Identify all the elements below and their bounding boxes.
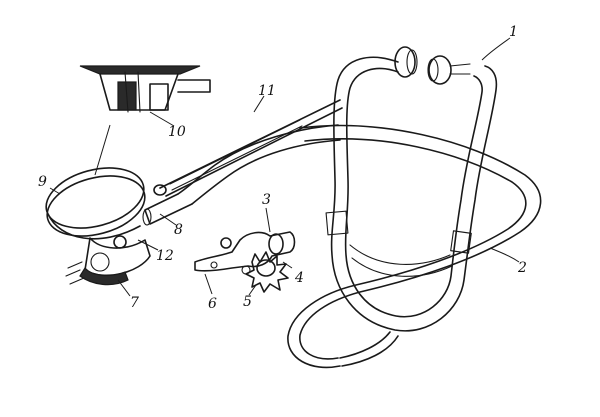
- detached-valve-part: [194, 231, 296, 293]
- label-6: 6: [208, 296, 217, 312]
- spring-bar: [159, 99, 343, 197]
- label-7: 7: [130, 295, 139, 311]
- label-8: 8: [174, 222, 183, 238]
- inset-cross-section: [79, 65, 211, 113]
- chestpiece-stem: [142, 184, 193, 226]
- label-9: 9: [38, 174, 47, 190]
- label-12: 12: [156, 248, 174, 264]
- label-1: 1: [509, 24, 518, 40]
- leader-lines: [49, 37, 520, 297]
- ear-tips: [394, 46, 471, 85]
- label-3: 3: [262, 192, 271, 208]
- chestpiece: [45, 167, 151, 286]
- label-11: 11: [258, 83, 276, 99]
- label-5: 5: [243, 294, 252, 310]
- label-2: 2: [517, 260, 527, 276]
- label-10: 10: [168, 124, 186, 140]
- reference-numerals: 1 2 3 4 5 6 7 8 9 10 11 12: [38, 24, 527, 312]
- tubing-loop: [177, 124, 542, 369]
- label-4: 4: [294, 270, 304, 286]
- binaural-tubes: [325, 56, 498, 332]
